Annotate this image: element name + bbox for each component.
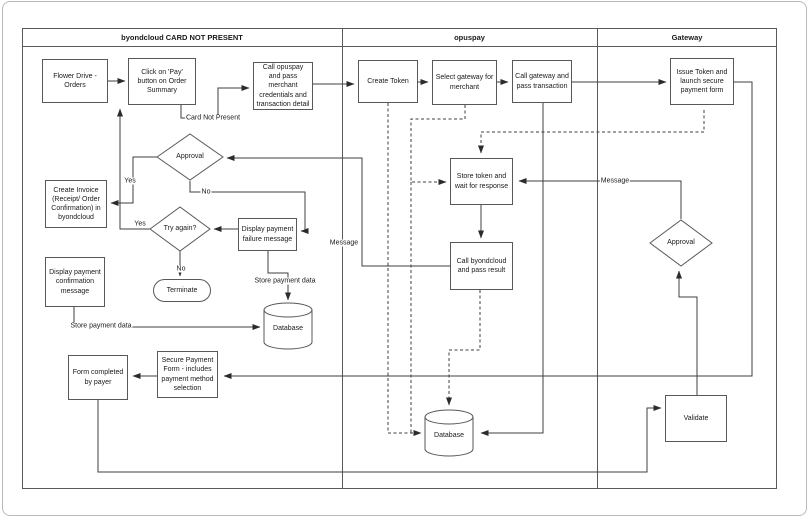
edge-label-try-again-no: No — [175, 265, 187, 273]
edge-label-message-gateway: Message — [599, 177, 631, 185]
edge-label-store-payment-data-left: Store payment data — [69, 322, 133, 330]
edge-validate-to-approval-gateway — [676, 270, 698, 395]
node-secure-payment-form: Secure Payment Form - includes payment m… — [157, 351, 218, 398]
node-validate: Validate — [665, 395, 727, 442]
edge-issuetoken-to-secureform — [223, 81, 753, 379]
database-opuspay-label: Database — [434, 431, 464, 439]
node-create-token: Create Token — [358, 60, 418, 103]
edge-label-card-not-present: Card Not Present — [184, 114, 242, 122]
node-click-pay: Click on 'Pay' button on Order Summary — [128, 58, 196, 105]
pool-frame — [22, 28, 777, 489]
lane-title-byondcloud: byondcloud CARD NOT PRESENT — [121, 32, 243, 42]
node-call-gateway: Call gateway and pass transaction — [512, 60, 572, 103]
edge-label-approval-yes: Yes — [123, 177, 137, 185]
edge-displayfailure-to-database — [267, 251, 291, 301]
database-byondcloud-shape — [263, 310, 313, 350]
edge-issuetoken-to-storetoken-dashed — [478, 110, 705, 154]
decision-approval-byondcloud-label: Approval — [176, 152, 204, 160]
node-terminate: Terminate — [153, 279, 211, 302]
node-issue-token: Issue Token and launch secure payment fo… — [670, 58, 734, 105]
edge-approval-no-to-displayfailure — [189, 181, 309, 234]
edge-callgateway-to-database-opuspay — [480, 103, 544, 436]
edge-callbyondcloud-to-approval — [226, 155, 450, 267]
node-create-invoice: Create Invoice (Receipt/ Order Confirmat… — [45, 180, 107, 228]
edge-label-store-payment-data-mid: Store payment data — [253, 277, 317, 285]
edge-formcompleted-to-validate — [97, 400, 662, 473]
decision-try-again-shape — [149, 206, 211, 252]
edge-tryagain-yes-to-clickpay — [117, 108, 150, 230]
database-opuspay-top — [424, 409, 474, 425]
node-call-opuspay: Call opuspay and pass merchant credentia… — [253, 62, 313, 110]
decision-approval-gateway-label: Approval — [667, 238, 695, 246]
lane-title-opuspay: opuspay — [454, 32, 485, 42]
node-display-failure: Display payment failure message — [238, 218, 297, 251]
database-opuspay-shape — [424, 417, 474, 457]
decision-approval-gateway-shape — [649, 219, 713, 267]
node-call-byondcloud: Call byondcloud and pass result — [450, 242, 513, 290]
decision-approval-byondcloud-shape — [156, 133, 224, 181]
edge-selectgateway-to-storetoken-dashed — [410, 105, 466, 185]
edge-label-try-again-yes: Yes — [133, 220, 147, 228]
lane-title-gateway: Gateway — [671, 32, 703, 42]
edge-label-message-opuspay: Message — [328, 239, 360, 247]
edge-approval-gateway-to-storetoken — [518, 178, 682, 219]
node-form-completed: Form completed by payer — [68, 355, 128, 400]
node-flower-drive-orders: Flower Drive - Orders — [42, 59, 108, 103]
edge-label-approval-no: No — [200, 188, 212, 196]
edge-callbyondcloud-to-database-dashed — [446, 290, 481, 406]
node-store-token: Store token and wait for response — [450, 158, 513, 205]
edge-createtoken-to-database-dashed — [387, 103, 422, 436]
node-select-gateway: Select gateway for merchant — [432, 60, 497, 105]
node-display-confirmation: Display payment confirmation message — [45, 257, 105, 307]
decision-try-again-label: Try again? — [163, 224, 197, 232]
database-byondcloud-top — [263, 302, 313, 318]
database-byondcloud-label: Database — [273, 324, 303, 332]
